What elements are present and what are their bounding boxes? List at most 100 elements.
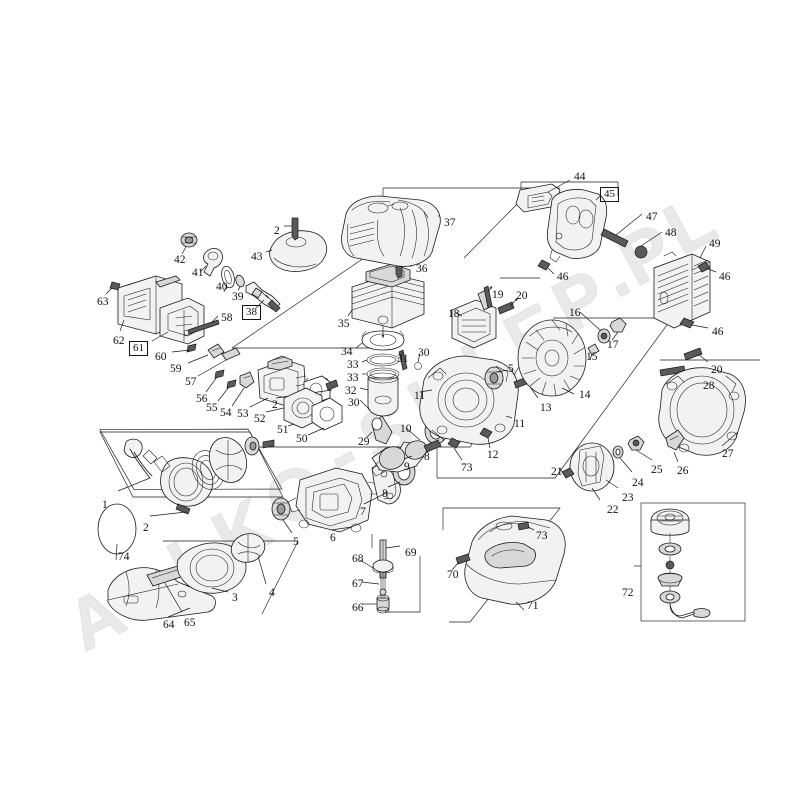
- part-11-crankcase-right: [419, 355, 519, 445]
- callout-39: 39: [232, 291, 244, 303]
- part-58-long-screw: [183, 315, 220, 337]
- callout-2: 2: [143, 522, 149, 534]
- callout-26: 26: [677, 465, 689, 477]
- part-38-spark-plug: [245, 281, 281, 313]
- callout-53: 53: [237, 408, 249, 420]
- part-20-screw-lower: [683, 347, 709, 363]
- part-42-cap: [180, 232, 198, 255]
- callout-62: 62: [113, 335, 125, 347]
- callout-9: 9: [404, 461, 410, 473]
- callout-48: 48: [665, 227, 677, 239]
- callout-46: 46: [719, 271, 731, 283]
- callout-70: 70: [447, 569, 459, 581]
- callout-72: 72: [622, 587, 634, 599]
- callout-46: 46: [712, 326, 724, 338]
- callout-43: 43: [251, 251, 263, 263]
- part-25-nut: [627, 435, 653, 461]
- part-12-screw: [479, 427, 493, 449]
- callout-49: 49: [709, 238, 721, 250]
- callout-2: 2: [272, 399, 278, 411]
- callout-61: 61: [129, 341, 148, 356]
- part-59-lever: [187, 343, 225, 364]
- part-50-gasket: [307, 397, 343, 436]
- part-20-screw-coil: [497, 297, 519, 315]
- part-4-pulley: [230, 533, 267, 585]
- callout-44: 44: [574, 171, 586, 183]
- part-6-crankcase-lower: [287, 467, 379, 533]
- part-46-screw-c: [679, 317, 709, 329]
- part-18-ignition-coil: [451, 289, 497, 349]
- callout-55: 55: [206, 402, 218, 414]
- callout-64: 64: [163, 619, 175, 631]
- callout-41: 41: [192, 267, 204, 279]
- callout-38: 38: [242, 305, 261, 320]
- callout-20: 20: [711, 364, 723, 376]
- part-70-screw: [451, 553, 471, 571]
- part-45-spark-arrestor: [546, 189, 608, 263]
- callout-60: 60: [155, 351, 167, 363]
- part-24-washer: [612, 445, 633, 473]
- callout-63: 63: [97, 296, 109, 308]
- part-46-screw-a: [537, 259, 555, 275]
- callout-24: 24: [632, 477, 644, 489]
- callout-45: 45: [600, 187, 619, 202]
- callout-19: 19: [492, 289, 504, 301]
- callout-2: 2: [274, 225, 280, 237]
- part-9-crankshaft: [365, 415, 442, 477]
- part-2-screw-top: [284, 217, 299, 241]
- callout-46: 46: [557, 271, 569, 283]
- callout-15: 15: [586, 351, 598, 363]
- part-15-key: [587, 343, 600, 361]
- part-17-nut: [609, 317, 627, 341]
- callout-1: 1: [102, 499, 108, 511]
- part-16-washer: [579, 311, 611, 344]
- part-14-flywheel: [517, 319, 587, 397]
- part-47-screw: [600, 213, 643, 248]
- part-68-grommet: [359, 559, 394, 574]
- callout-69: 69: [405, 547, 417, 559]
- callout-11: 11: [414, 390, 426, 402]
- part-31-pin: [398, 349, 408, 371]
- part-60-screw: [171, 343, 197, 353]
- part-73-screw-b: [517, 521, 535, 531]
- callout-32: 32: [345, 385, 357, 397]
- callout-5: 5: [508, 363, 514, 375]
- part-34-cylinder-gasket: [355, 330, 405, 351]
- callout-66: 66: [352, 602, 364, 614]
- callout-27: 27: [722, 448, 734, 460]
- part-37-engine-cover: [341, 195, 441, 267]
- part-41-plug-boot: [199, 248, 223, 277]
- part-71-fuel-tank: [464, 515, 566, 611]
- part-40-oring: [221, 265, 235, 293]
- callout-47: 47: [646, 211, 658, 223]
- part-33-piston-ring-a: [361, 353, 400, 367]
- part-72-fuel-cap-assembly: [634, 508, 711, 619]
- callout-36: 36: [416, 263, 428, 275]
- callout-18: 18: [448, 308, 460, 320]
- callout-8: 8: [424, 451, 430, 463]
- callout-65: 65: [184, 617, 196, 629]
- part-74-oval-gasket: [97, 503, 137, 561]
- callout-34: 34: [341, 346, 353, 358]
- callout-13: 13: [540, 402, 552, 414]
- part-55-screw: [217, 379, 237, 402]
- part-57-lever-arm: [197, 347, 241, 377]
- part-32-piston: [359, 372, 399, 417]
- callout-35: 35: [338, 318, 350, 330]
- part-5-bearing-lower: [271, 497, 293, 534]
- part-21-screw: [559, 467, 575, 479]
- part-1-recoil-starter: [117, 436, 275, 517]
- callout-54: 54: [220, 407, 232, 419]
- callout-8: 8: [382, 488, 388, 500]
- callout-5: 5: [293, 536, 299, 548]
- part-49-muffler: [653, 245, 711, 329]
- part-73-screw-a: [447, 437, 463, 461]
- callout-29: 29: [358, 436, 370, 448]
- callout-52: 52: [254, 413, 266, 425]
- part-46-screw-b: [697, 261, 717, 273]
- callout-56: 56: [196, 393, 208, 405]
- callout-57: 57: [185, 376, 197, 388]
- callout-16: 16: [569, 307, 581, 319]
- part-26-throttle-lever: [665, 429, 685, 463]
